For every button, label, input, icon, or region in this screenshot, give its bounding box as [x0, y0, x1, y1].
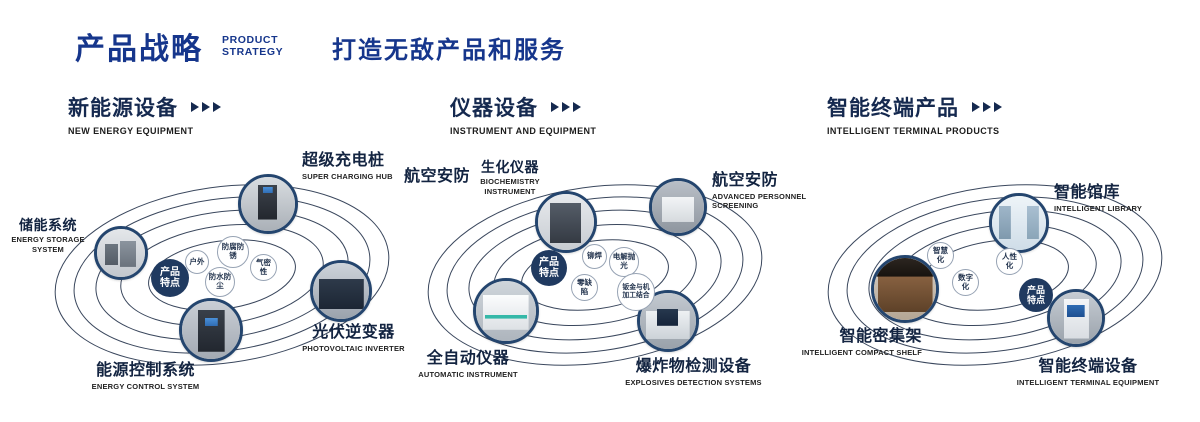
product-label-energy-storage: 储能系统 ENERGY STORAGE SYSTEM — [4, 217, 92, 255]
badge-line1: 产品 — [160, 266, 180, 278]
feature-bubble-airtightness: 气密性 — [250, 254, 277, 281]
product-name-en: ADVANCED PERSONNEL SCREENING — [712, 191, 807, 211]
super-charging-hub-photo — [241, 177, 295, 231]
triple-chevron-icon — [548, 102, 581, 112]
product-name-cn: 智能终端设备 — [1038, 358, 1138, 375]
compact-shelf-photo — [874, 258, 936, 320]
feature-bubble-digital: 数字化 — [952, 269, 979, 296]
feature-bubble-humanized: 人性化 — [996, 248, 1023, 275]
product-label-intelligent-library: 智能馆库 INTELLIGENT LIBRARY — [1054, 184, 1166, 213]
product-name-cn: 爆炸物检测设备 — [635, 358, 752, 375]
product-name-cn: 全自动仪器 — [426, 350, 510, 367]
page-title-en-line2: STRATEGY — [222, 46, 284, 59]
energy-storage-photo — [97, 229, 145, 277]
product-label-super-charging-hub: 超级充电桩 SUPER CHARGING HUB — [302, 152, 417, 181]
photovoltaic-inverter-photo — [313, 263, 369, 319]
product-name-cn: 航空安防 — [712, 172, 779, 189]
product-label-photovoltaic-inverter: 光伏逆变器 PHOTOVOLTAIC INVERTER — [296, 324, 411, 353]
product-features-badge: 产品 特点 — [531, 250, 567, 286]
product-name-cn: 智能馆库 — [1054, 184, 1121, 201]
product-circle-energy-storage — [94, 226, 148, 280]
section-title-en-intelligent-terminal: INTELLIGENT TERMINAL PRODUCTS — [827, 126, 1000, 136]
section-header-instrument: 仪器设备 INSTRUMENT AND EQUIPMENT — [450, 92, 596, 136]
product-circle-biochemistry — [535, 191, 597, 253]
energy-control-photo — [182, 301, 240, 359]
product-circle-compact-shelf — [871, 255, 939, 323]
product-label-explosives-detection: 爆炸物检测设备 EXPLOSIVES DETECTION SYSTEMS — [616, 358, 771, 387]
product-name-en: ENERGY CONTROL SYSTEM — [91, 381, 200, 391]
biochemistry-photo — [538, 194, 594, 250]
product-name-cn: 智能密集架 — [839, 328, 922, 345]
product-name-cn: 生化仪器 — [481, 159, 539, 175]
product-circle-intelligent-library — [989, 193, 1049, 253]
product-name-en: INTELLIGENT COMPACT SHELF — [801, 347, 922, 357]
feature-bubble-sheetmetal-machining: 钣金与机加工结合 — [617, 273, 655, 311]
feature-bubble-intelligent: 智慧化 — [927, 242, 954, 269]
personnel-screening-photo — [652, 181, 704, 233]
terminal-equipment-photo — [1050, 292, 1102, 344]
product-name-en: SUPER CHARGING HUB — [302, 171, 393, 181]
product-circle-super-charging-hub — [238, 174, 298, 234]
section-title-intelligent-terminal: 智能终端产品 — [827, 97, 959, 120]
badge-line1: 产品 — [539, 256, 559, 268]
feature-bubble-waterproof: 防水防尘 — [205, 267, 235, 297]
product-label-biochemistry: 生化仪器 BIOCHEMISTRY INSTRUMENT — [462, 159, 558, 197]
section-header-intelligent-terminal: 智能终端产品 INTELLIGENT TERMINAL PRODUCTS — [827, 92, 1002, 136]
product-label-compact-shelf: 智能密集架 INTELLIGENT COMPACT SHELF — [796, 328, 922, 357]
section-title-instrument: 仪器设备 — [450, 97, 538, 120]
product-label-personnel-screening: 航空安防 ADVANCED PERSONNEL SCREENING — [712, 172, 824, 211]
section-title-en-new-energy: NEW ENERGY EQUIPMENT — [68, 126, 194, 136]
product-label-terminal-equipment: 智能终端设备 INTELLIGENT TERMINAL EQUIPMENT — [1008, 358, 1168, 387]
page-title: 产品战略 — [75, 33, 203, 66]
intelligent-library-photo — [992, 196, 1046, 250]
page-title-en-line1: PRODUCT — [222, 34, 279, 46]
section-title-en-instrument: INSTRUMENT AND EQUIPMENT — [450, 126, 597, 136]
product-label-energy-control: 能源控制系统 ENERGY CONTROL SYSTEM — [78, 362, 213, 391]
product-circle-automatic-instrument — [473, 278, 539, 344]
product-circle-terminal-equipment — [1047, 289, 1105, 347]
product-name-en: INTELLIGENT LIBRARY — [1054, 203, 1143, 213]
feature-bubble-outdoor: 户外 — [185, 250, 209, 274]
triple-chevron-icon — [969, 102, 1002, 112]
product-name-cn: 航空安防 — [404, 168, 471, 185]
product-name-en: PHOTOVOLTAIC INVERTER — [302, 343, 405, 353]
product-circle-personnel-screening — [649, 178, 707, 236]
section-header-new-energy: 新能源设备 NEW ENERGY EQUIPMENT — [68, 92, 221, 136]
label-aviation-security: 航空安防 — [404, 168, 489, 186]
feature-bubble-anticorrosion: 防腐防锈 — [217, 236, 249, 268]
page-title-en: PRODUCT STRATEGY — [222, 34, 283, 59]
badge-line2: 特点 — [1026, 295, 1045, 305]
product-features-badge: 产品 特点 — [1019, 278, 1053, 312]
product-name-en: AUTOMATIC INSTRUMENT — [418, 369, 518, 379]
product-name-cn: 超级充电桩 — [302, 152, 385, 169]
feature-bubble-rivet-welding: 铆焊 — [582, 244, 607, 269]
page-subtitle: 打造无敌产品和服务 — [332, 37, 566, 64]
product-name-en: EXPLOSIVES DETECTION SYSTEMS — [625, 377, 762, 387]
product-label-automatic-instrument: 全自动仪器 AUTOMATIC INSTRUMENT — [406, 350, 530, 379]
automatic-instrument-photo — [476, 281, 536, 341]
feature-bubble-electropolishing: 电解抛光 — [609, 247, 639, 277]
product-circle-photovoltaic-inverter — [310, 260, 372, 322]
badge-line2: 特点 — [160, 278, 180, 289]
triple-chevron-icon — [188, 102, 221, 112]
product-circle-energy-control — [179, 298, 243, 362]
section-title-new-energy: 新能源设备 — [68, 97, 178, 120]
product-name-cn: 能源控制系统 — [95, 362, 195, 379]
product-name-cn: 光伏逆变器 — [312, 324, 395, 341]
product-features-badge: 产品 特点 — [151, 259, 189, 297]
feature-bubble-zero-defect: 零缺陷 — [571, 274, 598, 301]
product-name-en: ENERGY STORAGE SYSTEM — [11, 235, 85, 255]
badge-line2: 特点 — [539, 268, 559, 279]
badge-line1: 产品 — [1026, 284, 1045, 295]
product-name-en: BIOCHEMISTRY INSTRUMENT — [480, 177, 540, 197]
product-name-en: INTELLIGENT TERMINAL EQUIPMENT — [1016, 377, 1160, 387]
product-name-cn: 储能系统 — [19, 217, 77, 233]
